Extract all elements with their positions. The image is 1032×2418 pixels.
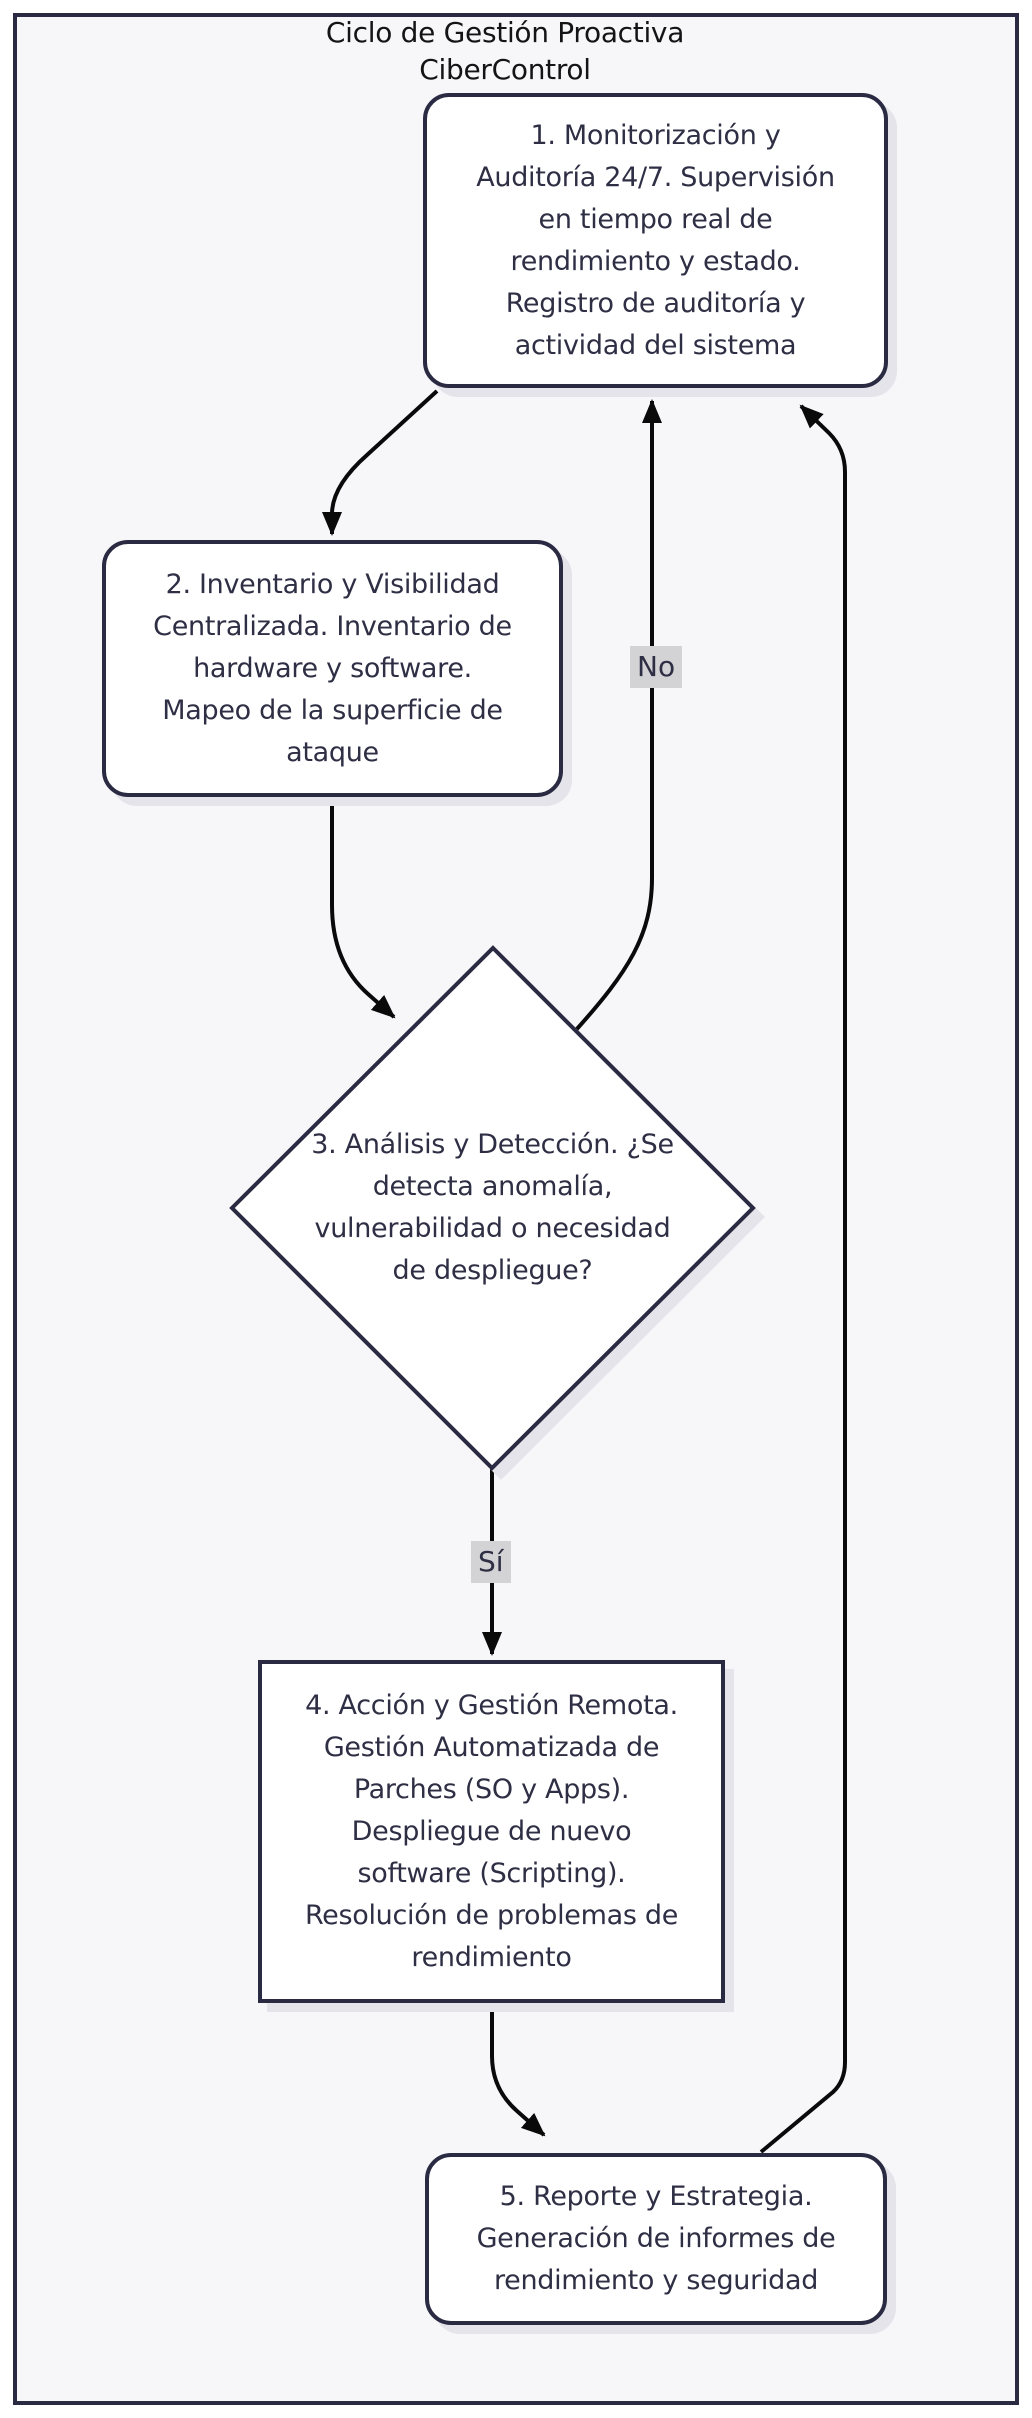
node-4-text: 4. Acción y Gestión Remota. Gestión Auto…: [304, 1689, 679, 1973]
node-5-text: 5. Reporte y Estrategia. Generación de i…: [476, 2181, 836, 2296]
node-3-analisis-deteccion-shape: [229, 945, 756, 1471]
node-2-inventario-visibilidad: 2. Inventario y Visibilidad Centralizada…: [102, 540, 563, 797]
node-4-accion-gestion-remota: 4. Acción y Gestión Remota. Gestión Auto…: [258, 1660, 725, 2003]
node-2-text: 2. Inventario y Visibilidad Centralizada…: [153, 568, 512, 768]
node-5-reporte-estrategia: 5. Reporte y Estrategia. Generación de i…: [425, 2153, 887, 2325]
diagram-title-line2: CiberControl: [419, 53, 591, 86]
node-1-text: 1. Monitorización y Auditoría 24/7. Supe…: [476, 119, 835, 361]
edge-label-no: No: [630, 646, 683, 688]
edge-label-si: Sí: [471, 1541, 511, 1583]
decision-diamond: [229, 945, 756, 1471]
diagram-title-line1: Ciclo de Gestión Proactiva: [325, 16, 685, 49]
node-1-monitorizacion-auditoria: 1. Monitorización y Auditoría 24/7. Supe…: [423, 93, 888, 388]
diagram-title: Ciclo de Gestión Proactiva CiberControl: [0, 14, 1010, 88]
node-3-analisis-deteccion-text: 3. Análisis y Detección. ¿Se detecta ano…: [311, 1129, 674, 1286]
